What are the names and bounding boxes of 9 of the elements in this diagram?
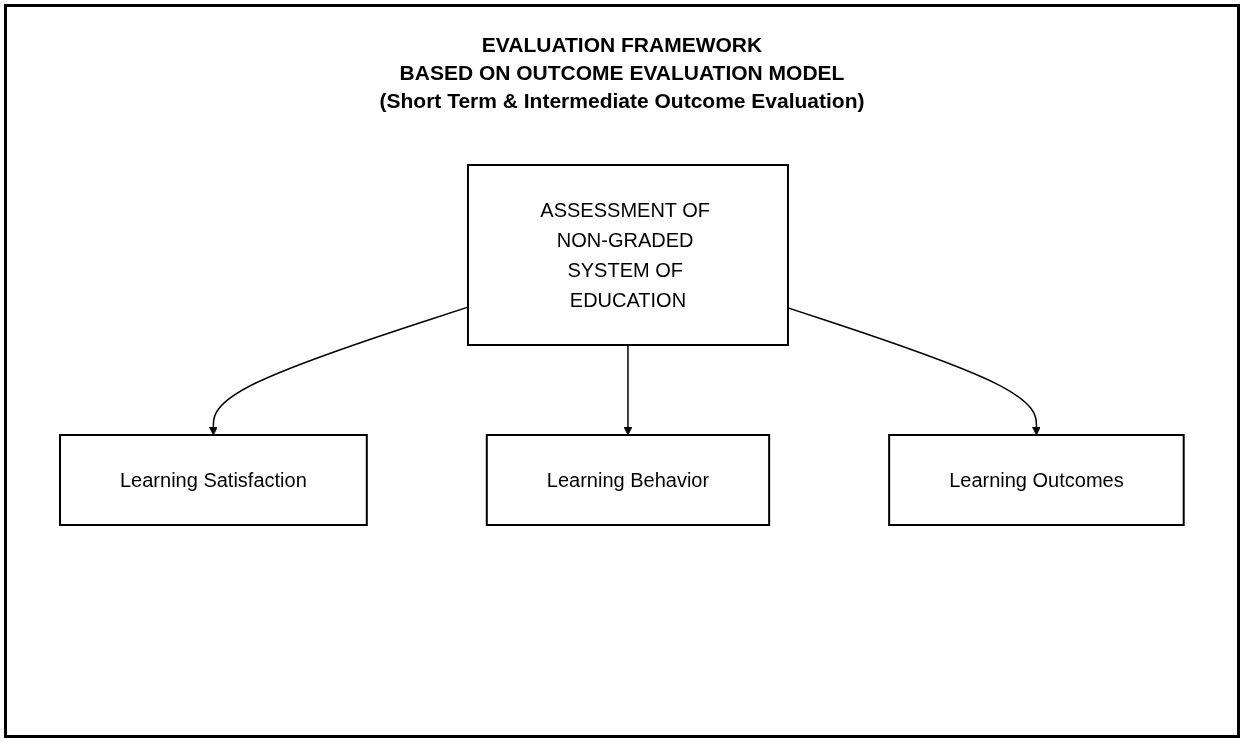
arrow [623, 344, 633, 436]
node-box: Learning Satisfaction [59, 434, 368, 526]
node-box: Learning Behavior [485, 434, 771, 526]
arrow [209, 306, 469, 436]
node-box: Learning Outcomes [888, 434, 1185, 526]
subtitle-text: BASED ON OUTCOME EVALUATION MODEL [399, 61, 845, 85]
subtitle-text: (Short Term & Intermediate Outcome Evaluation) [379, 89, 865, 113]
diagram-title: EVALUATION FRAMEWORK [481, 33, 763, 57]
node-box: ASSESSMENT OF NON-GRADED SYSTEM OF EDUCATION [467, 164, 790, 346]
